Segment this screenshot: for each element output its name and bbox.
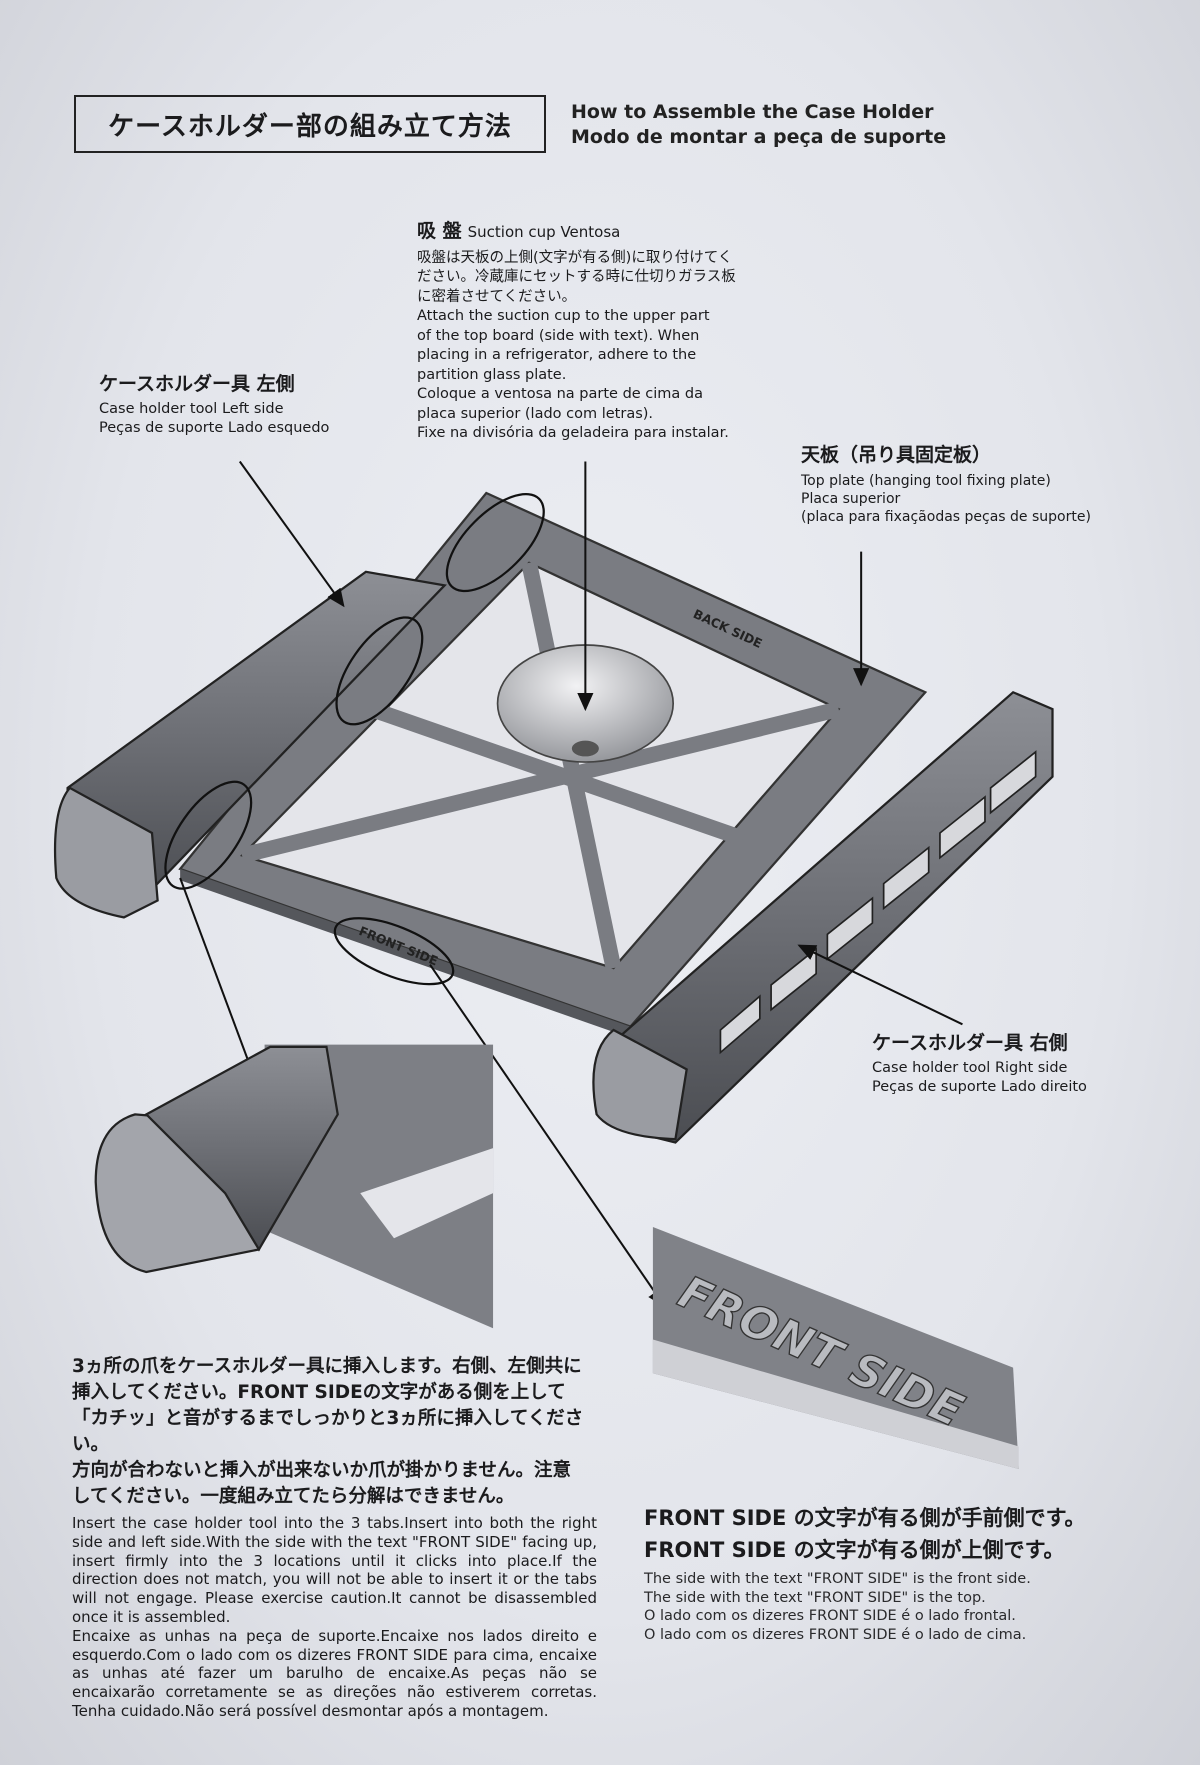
right-holder-en: Case holder tool Right side (872, 1060, 1068, 1076)
suction-line: Attach the suction cup to the upper part (417, 308, 710, 324)
suction-line: に密着させてください。 (417, 288, 577, 305)
page-title-translations: How to Assemble the Case Holder Modo de … (571, 100, 946, 150)
suction-line: Fixe na divisória da geladeira para inst… (417, 425, 729, 441)
suction-line: Coloque a ventosa na parte de cima da (417, 386, 704, 402)
instruction-jp-line: 「カチッ」と音がするまでしっかりと3ヵ所に挿入してください。 (72, 1408, 584, 1455)
suction-line: partition glass plate. (417, 366, 567, 383)
front-side-note: FRONT SIDE の文字が有る側が手前側です。 FRONT SIDE の文字… (644, 1502, 1086, 1644)
front-side-note-line: O lado com os dizeres FRONT SIDE é o lad… (644, 1626, 1027, 1643)
left-holder-heading: ケースホルダー具 左側 (99, 373, 295, 395)
front-side-detail-inset: FRONT SIDE (652, 1226, 1019, 1469)
right-case-holder (592, 690, 1054, 1144)
front-side-note-line: The side with the text "FRONT SIDE" is t… (644, 1589, 986, 1606)
top-plate-pt2: (placa para fixaçãodas peças de suporte) (801, 509, 1091, 525)
front-side-note-jp: FRONT SIDE の文字が有る側が手前側です。 (644, 1506, 1086, 1530)
top-plate-heading: 天板（吊り具固定板） (801, 444, 992, 466)
instruction-pt: Encaixe as unhas na peça de suporte.Enca… (72, 1626, 597, 1720)
tab-detail-inset (94, 1044, 494, 1329)
right-holder-pt: Peças de suporte Lado direito (872, 1079, 1087, 1095)
left-holder-en: Case holder tool Left side (99, 401, 284, 417)
instruction-jp-line: 3ヵ所の爪をケースホルダー具に挿入します。右側、左側共に (72, 1356, 582, 1377)
top-plate-pt: Placa superior (801, 491, 901, 507)
suction-cup-callout: 吸 盤 Suction cup Ventosa 吸盤は天板の上側(文字が有る側)に… (417, 220, 777, 444)
instruction-jp-line: してください。一度組み立てたら分解はできません。 (72, 1486, 515, 1507)
suction-line: 吸盤は天板の上側(文字が有る側)に取り付けてく (417, 249, 733, 266)
front-side-note-line: O lado com os dizeres FRONT SIDE é o lad… (644, 1608, 1016, 1624)
suction-line: placing in a refrigerator, adhere to the (417, 347, 697, 363)
right-holder-callout: ケースホルダー具 右側 Case holder tool Right side … (872, 1034, 1087, 1097)
top-plate-en: Top plate (hanging tool fixing plate) (801, 473, 1051, 489)
left-holder-callout: ケースホルダー具 左側 Case holder tool Left side P… (99, 375, 329, 438)
front-side-note-line: The side with the text "FRONT SIDE" is t… (644, 1571, 1031, 1587)
suction-line: ださい。冷蔵庫にセットする時に仕切りガラス板 (417, 269, 736, 285)
suction-line: of the top board (side with text). When (417, 327, 700, 344)
title-pt: Modo de montar a peça de suporte (571, 126, 947, 148)
suction-line: placa superior (lado com letras). (417, 405, 654, 422)
instruction-en: Insert the case holder tool into the 3 t… (72, 1514, 597, 1626)
suction-heading-en: Suction cup Ventosa (467, 223, 621, 241)
callout-ellipses (164, 493, 545, 986)
left-holder-pt: Peças de suporte Lado esquedo (99, 420, 330, 436)
top-plate-callout: 天板（吊り具固定板） Top plate (hanging tool fixin… (801, 446, 1091, 526)
instruction-jp-line: 方向が合わないと挿入が出来ないか爪が掛かりません。注意 (72, 1460, 571, 1481)
instruction-jp-line: 挿入してください。FRONT SIDEの文字がある側を上して (72, 1382, 566, 1403)
left-case-holder (53, 570, 447, 919)
page-title-jp: ケースホルダー部の組み立て方法 (74, 95, 546, 153)
right-holder-heading: ケースホルダー具 右側 (872, 1032, 1068, 1054)
title-en: How to Assemble the Case Holder (571, 101, 934, 123)
suction-heading-jp: 吸 盤 (417, 220, 462, 242)
insertion-instructions: 3ヵ所の爪をケースホルダー具に挿入します。右側、左側共に 挿入してください。FR… (72, 1354, 597, 1721)
front-side-note-jp: FRONT SIDE の文字が有る側が上側です。 (644, 1538, 1065, 1562)
